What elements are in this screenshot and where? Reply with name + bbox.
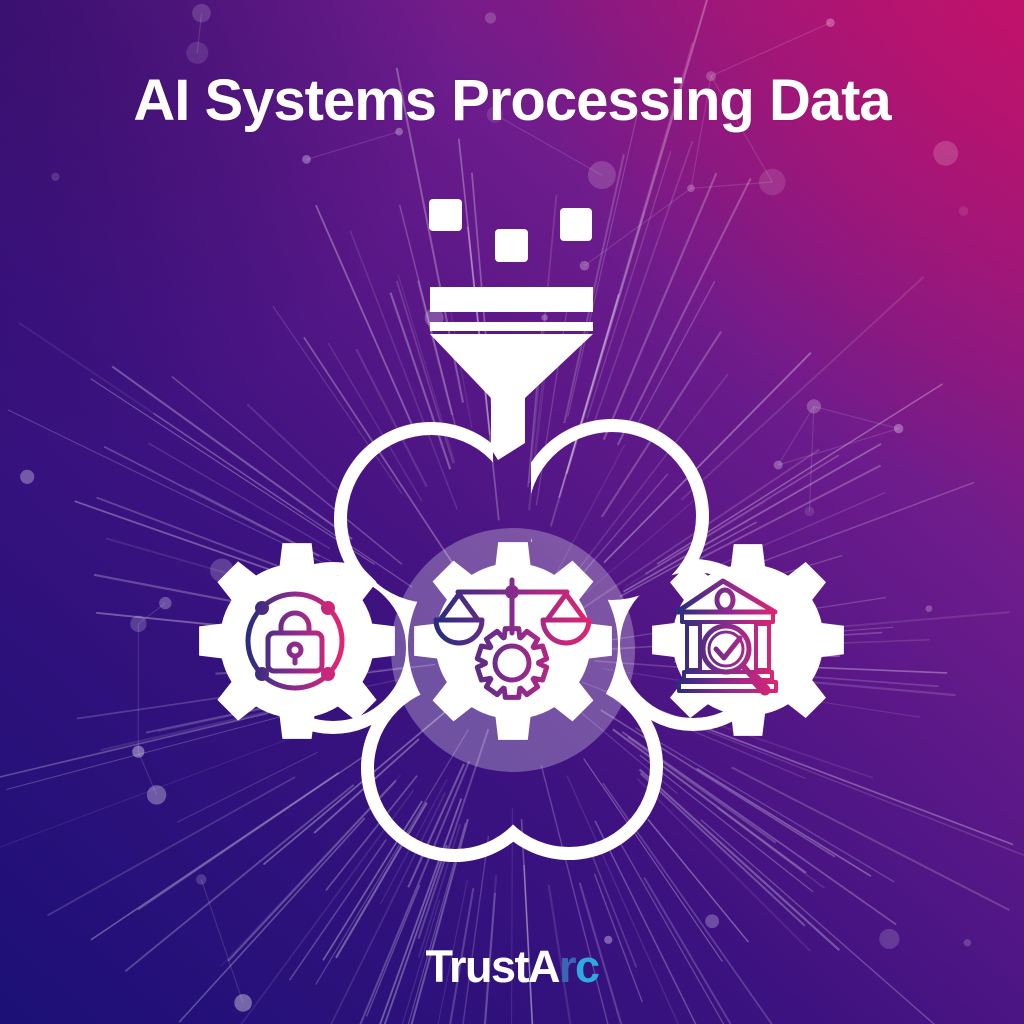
magnifier-handle <box>749 673 771 696</box>
checkmark <box>713 635 743 661</box>
right-pan-bowl <box>540 617 592 646</box>
logo-text-c: c <box>575 941 600 992</box>
bank-magnifier-check-icon <box>674 578 778 696</box>
data-square <box>429 199 462 231</box>
ai-ethics-gear <box>414 542 612 740</box>
trustarc-logo: TrustArc <box>0 941 1024 993</box>
right-pan-strings <box>544 591 588 623</box>
padlock-shackle <box>278 610 312 636</box>
padlock-network-icon <box>245 591 345 691</box>
scales-gear-icon <box>433 577 592 700</box>
data-funnel <box>429 199 593 460</box>
padlock-body <box>265 630 325 674</box>
data-square <box>560 208 592 241</box>
small-gear-hub <box>492 643 532 683</box>
logo-text-r: r <box>558 941 577 992</box>
funnel-mid-bar <box>430 322 593 331</box>
bank-entablature <box>680 610 775 624</box>
bank-base-lower <box>677 680 778 693</box>
data-privacy-gear <box>199 543 395 739</box>
small-gear-outline <box>474 626 550 700</box>
left-pan-bowl <box>433 617 485 646</box>
funnel-cone <box>430 334 593 460</box>
left-pan-strings <box>437 591 481 623</box>
page-title: AI Systems Processing Data <box>133 68 891 133</box>
data-square <box>495 229 528 262</box>
logo-text-white: TrustA <box>425 941 560 992</box>
funnel-top-bar <box>430 287 593 312</box>
magnifier-ring-outer <box>700 623 752 675</box>
magnifier-ring-inner <box>707 630 745 668</box>
